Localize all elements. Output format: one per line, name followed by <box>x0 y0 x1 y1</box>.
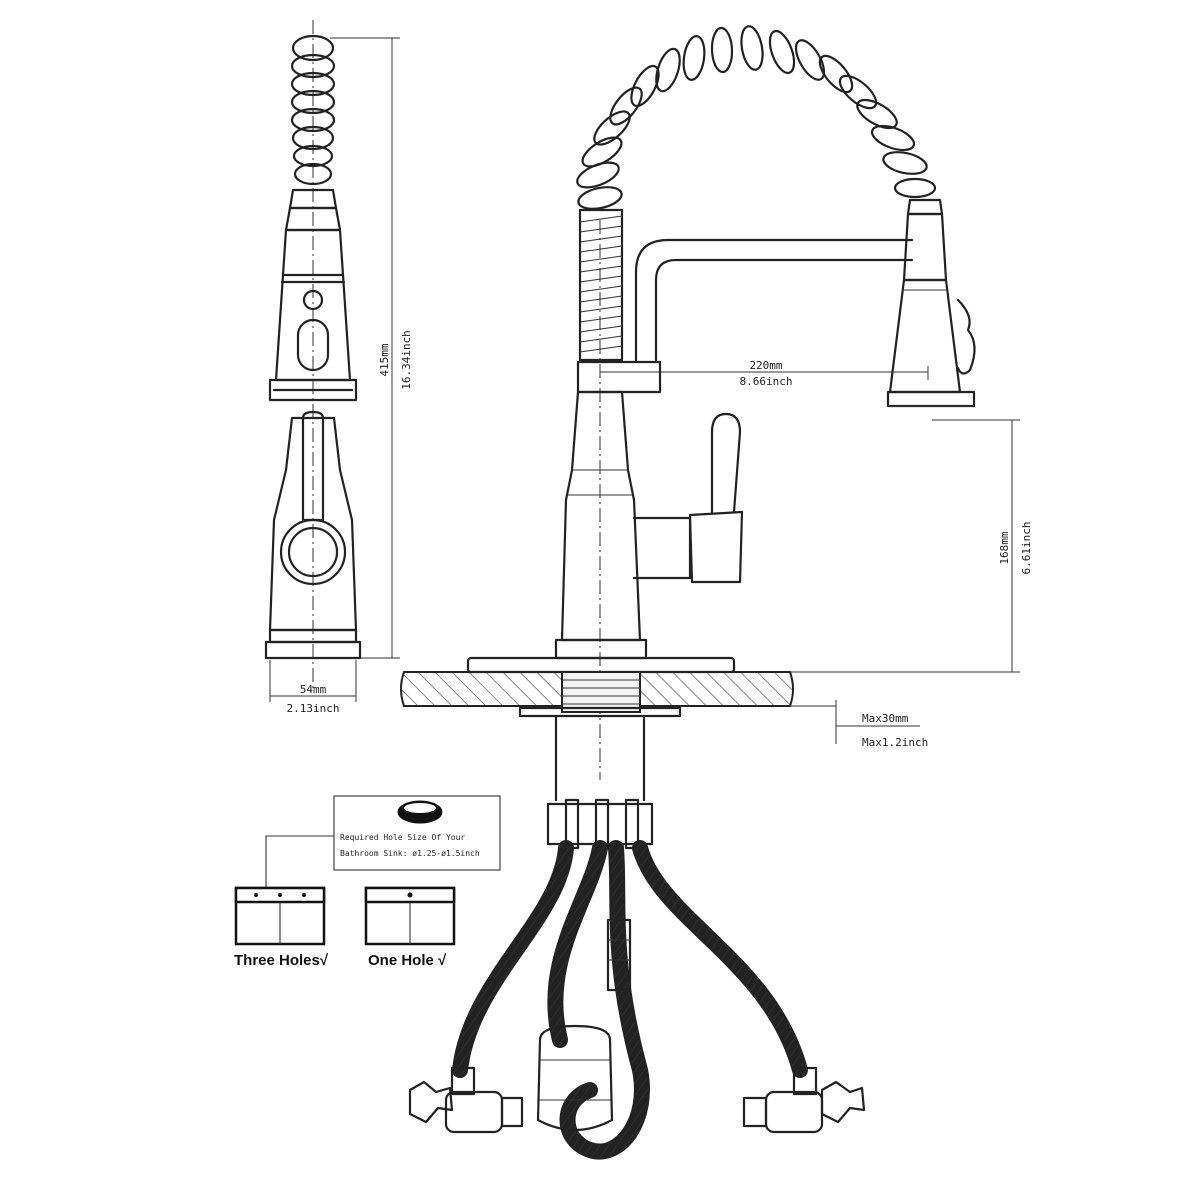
side-body <box>264 410 362 660</box>
spout-arm <box>634 238 914 362</box>
deck-mm-label: Max30mm <box>862 712 909 725</box>
handle <box>632 412 744 584</box>
width-inch-label: 2.13inch <box>287 702 340 715</box>
height-mm-label: 415mm <box>378 343 391 376</box>
one-hole-option: One Hole √ <box>364 886 456 969</box>
deck-inch-label: Max1.2inch <box>862 736 928 749</box>
countertop <box>400 671 794 718</box>
three-holes-option: Three Holes√ <box>234 886 329 969</box>
right-angle-valve <box>742 1066 866 1134</box>
arch-spring <box>576 25 937 210</box>
hub <box>576 360 662 394</box>
width-mm-label: 54mm <box>300 683 327 696</box>
hole-note-line2: Bathroom Sink: ø1.25-ø1.5inch <box>340 849 480 858</box>
hole-size-note: Required Hole Size Of Your Bathroom Sink… <box>265 795 501 890</box>
side-spray-head <box>268 188 358 402</box>
column-spring <box>578 208 624 362</box>
one-hole-label: One Hole √ <box>368 952 447 969</box>
spout-height-inch-label: 6.61inch <box>1020 522 1033 575</box>
height-inch-label: 16.34inch <box>400 330 413 390</box>
hole-note-line1: Required Hole Size Of Your <box>340 833 465 842</box>
deck-plate <box>466 656 736 674</box>
side-view: 415mm 16.34inch 54mm 2.13inch <box>264 20 413 715</box>
front-view: 220mm 8.66inch 168mm 6.61inch Max30mm Ma… <box>400 25 1033 1160</box>
reach-mm-label: 220mm <box>749 359 782 372</box>
faucet-body <box>560 390 642 642</box>
left-angle-valve <box>408 1066 524 1134</box>
three-holes-label: Three Holes√ <box>234 952 329 969</box>
supply-hoses <box>452 840 808 1160</box>
spout-height-mm-label: 168mm <box>998 531 1011 564</box>
front-spray-head <box>886 198 976 408</box>
side-spring <box>290 34 336 186</box>
reach-inch-label: 8.66inch <box>740 375 793 388</box>
